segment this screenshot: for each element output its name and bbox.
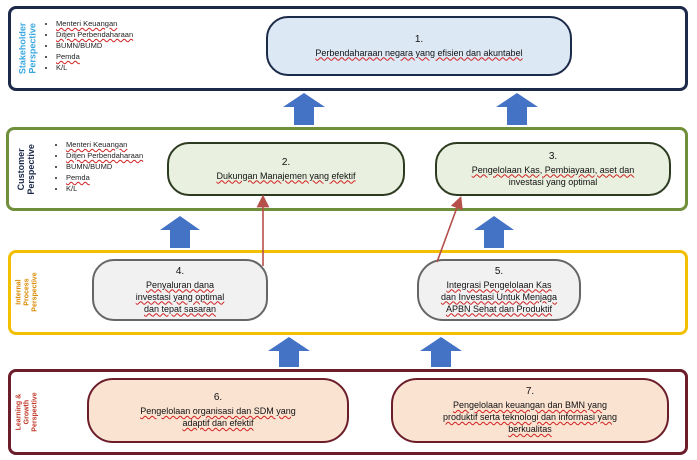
objective-1: 1. Perbendaharaan negara yang efisien da… (266, 16, 572, 76)
list-item: Ditjen Perbendaharaan (56, 29, 133, 40)
link-arrow-5-to-3 (436, 195, 463, 263)
list-item: K/L (56, 62, 133, 73)
up-arrow-icon (496, 93, 538, 125)
list-item: Menteri Keuangan (66, 139, 143, 150)
objective-5: 5. Integrasi Pengelolaan Kas dan Investa… (417, 259, 581, 321)
list-item: Pemda (56, 51, 133, 62)
up-arrow-icon (283, 93, 325, 125)
list-item: BUMN/BUMD (56, 40, 133, 51)
up-arrow-icon (474, 216, 514, 248)
list-item: Ditjen Perbendaharaan (66, 150, 143, 161)
customer-perspective-band: Customer Perspective Menteri Keuangan Di… (6, 127, 688, 211)
objective-6: 6. Pengelolaan organisasi dan SDM yang a… (87, 378, 349, 443)
learning-growth-perspective-band: Learning & Growth Perspective 6. Pengelo… (8, 369, 688, 455)
objective-3: 3. Pengelolaan Kas, Pembiayaan, aset dan… (435, 142, 671, 196)
objective-7: 7. Pengelolaan keuangan dan BMN yang pro… (391, 378, 669, 443)
objective-2: 2. Dukungan Manajemen yang efektif (167, 142, 405, 196)
stakeholder-perspective-band: Stakeholder Perspective Menteri Keuangan… (8, 6, 688, 91)
list-item: Menteri Keuangan (56, 18, 133, 29)
objective-4: 4. Penyaluran dana investasi yang optima… (92, 259, 268, 321)
list-item: BUMN/BUMD (66, 161, 143, 172)
up-arrow-icon (160, 216, 200, 248)
internal-process-perspective-band: Internal Process Perspective 4. Penyalur… (8, 250, 688, 335)
list-item: Pemda (66, 172, 143, 183)
customer-stakeholder-list: Menteri Keuangan Ditjen Perbendaharaan B… (55, 139, 143, 194)
stakeholder-list: Menteri Keuangan Ditjen Perbendaharaan B… (45, 18, 133, 73)
up-arrow-icon (268, 337, 310, 367)
up-arrow-icon (420, 337, 462, 367)
list-item: K/L (66, 183, 143, 194)
